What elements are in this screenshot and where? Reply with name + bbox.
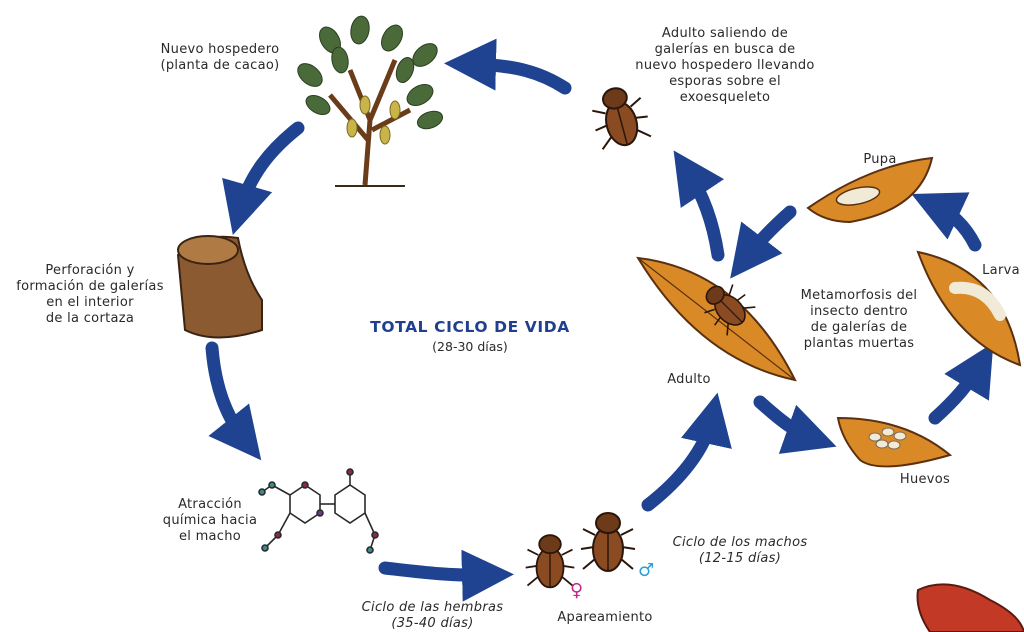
cacao-tree-illustration [297, 15, 444, 187]
eggs-label: Huevos [899, 472, 951, 487]
male-cycle-label: Ciclo de los machos(12-15 días) [672, 535, 808, 566]
arrow-larva-to-pupa [911, 192, 982, 252]
arrow-to-host [444, 38, 572, 95]
arrow-eggs-to-larva [928, 342, 994, 425]
cycle-arrows [205, 38, 994, 602]
pupa-leaf [806, 156, 934, 224]
mating-label: Apareamiento [557, 610, 653, 625]
male-symbol: ♂ [638, 560, 655, 581]
arrow-mating-to-adult [641, 392, 732, 512]
arrow-to-mating [378, 549, 514, 602]
total-cycle-title: TOTAL CICLO DE VIDA [370, 318, 570, 336]
arrow-adult-to-eggs [753, 395, 837, 454]
female-cycle-label: Ciclo de las hembras(35-40 días) [361, 600, 504, 631]
arrow-host-to-bark [222, 121, 305, 235]
larva-label: Larva [982, 263, 1020, 278]
pheromone-molecule-illustration [258, 468, 379, 554]
cacao-pod-illustration [916, 583, 1024, 632]
eggs-leaf [836, 416, 953, 468]
arrow-pupa-to-adult [730, 205, 797, 279]
bark-piece-illustration [176, 235, 263, 339]
adult-leaf [636, 256, 797, 382]
arrow-bark-to-molecule [205, 341, 262, 461]
female-beetle [524, 534, 576, 589]
male-beetle [580, 512, 636, 572]
adult-label: Adulto [667, 372, 711, 387]
host-label: Nuevo hospedero(planta de cacao) [160, 42, 280, 73]
larva-leaf [916, 250, 1022, 367]
total-cycle-duration: (28-30 días) [432, 339, 508, 354]
female-symbol: ♀ [570, 580, 584, 601]
pupa-label: Pupa [863, 152, 897, 167]
arrow-adult-up [673, 150, 725, 262]
